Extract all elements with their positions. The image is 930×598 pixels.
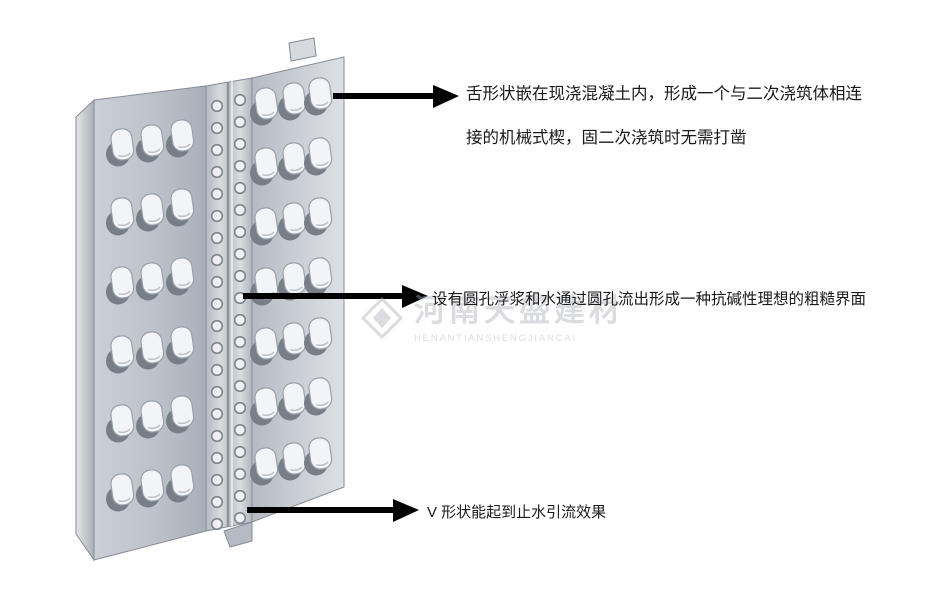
arrow-top — [333, 85, 459, 108]
panel-top-flange — [288, 37, 317, 62]
annotation-top-line2: 接的机械式楔，固二次浇筑时无需打凿 — [466, 129, 747, 147]
panel-left-flange — [75, 98, 95, 562]
annotation-middle: 设有圆孔浮浆和水通过圆孔流出形成一种抗碱性理想的粗糙界面 — [432, 291, 867, 308]
annotation-top-line1: 舌形状嵌在现浇混凝土内，形成一个与二次浇筑体相连 — [466, 85, 862, 103]
annotation-top: 舌形状嵌在现浇混凝土内，形成一个与二次浇筑体相连 接的机械式楔，固二次浇筑时无需… — [466, 72, 862, 160]
arrow-middle — [243, 285, 428, 308]
panel-bottom-lip — [223, 521, 253, 548]
annotation-bottom: V 形状能起到止水引流效果 — [427, 504, 607, 521]
arrow-bottom — [247, 499, 419, 522]
